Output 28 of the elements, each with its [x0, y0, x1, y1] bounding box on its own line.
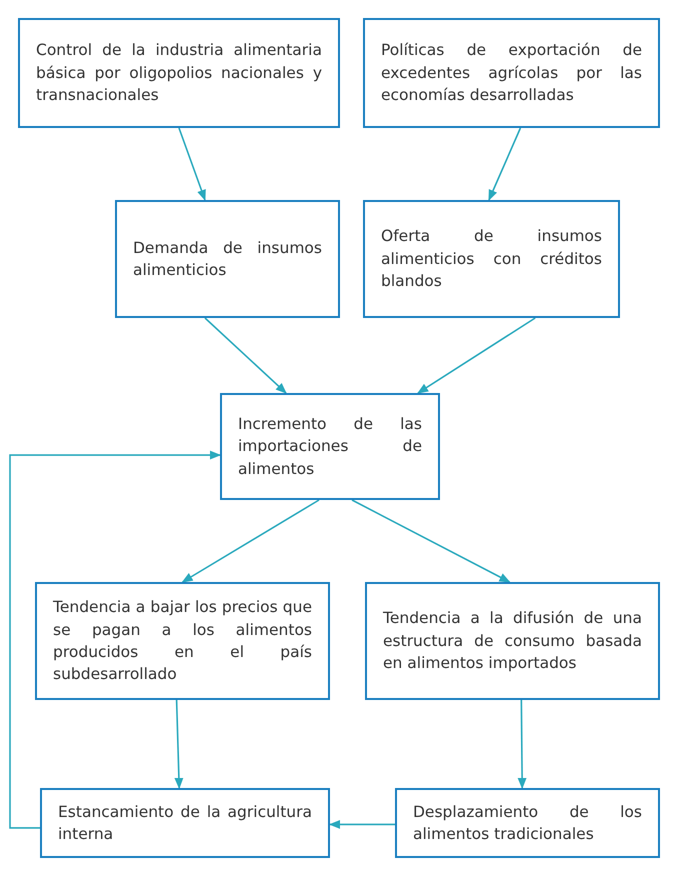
box-text: Políticas de exportación de excedentes agrícolas por las economías desarrolladas: [381, 40, 642, 106]
process-box: [363, 18, 660, 128]
arrow: [178, 128, 206, 202]
process-box: [18, 18, 340, 128]
process-box: [363, 200, 620, 318]
box-text: Control de la industria alimentaria básica por oligopolios nacionales y transnacionales: [36, 40, 322, 106]
arrow: [182, 499, 320, 583]
process-box: [365, 582, 660, 700]
process-box: [40, 788, 330, 858]
box-text: Demanda de insumos alimenticios: [133, 238, 322, 281]
box-text: Incremento de las importaciones de alimentos: [238, 414, 422, 480]
box-text: Estancamiento de la agricultura interna: [58, 802, 312, 845]
arrow: [204, 317, 287, 394]
arrow: [417, 317, 536, 394]
process-box: [115, 200, 340, 318]
arrow: [328, 820, 395, 829]
box-text: Tendencia a la difusión de una estructura de consumo basada en alimentos importados: [383, 608, 642, 674]
process-box: [220, 393, 440, 500]
arrow: [9, 450, 222, 829]
box-text: Tendencia a bajar los precios que se pagan a los alimentos producidos en el país subdesarrollado: [53, 597, 312, 686]
arrow: [174, 700, 184, 790]
box-text: Desplazamiento de los alimentos tradicionales: [413, 802, 642, 845]
arrow: [518, 700, 527, 790]
arrow: [488, 128, 522, 202]
arrow: [352, 499, 511, 583]
process-box: [35, 582, 330, 700]
process-box: [395, 788, 660, 858]
box-text: Oferta de insumos alimenticios con créditos blandos: [381, 226, 602, 292]
